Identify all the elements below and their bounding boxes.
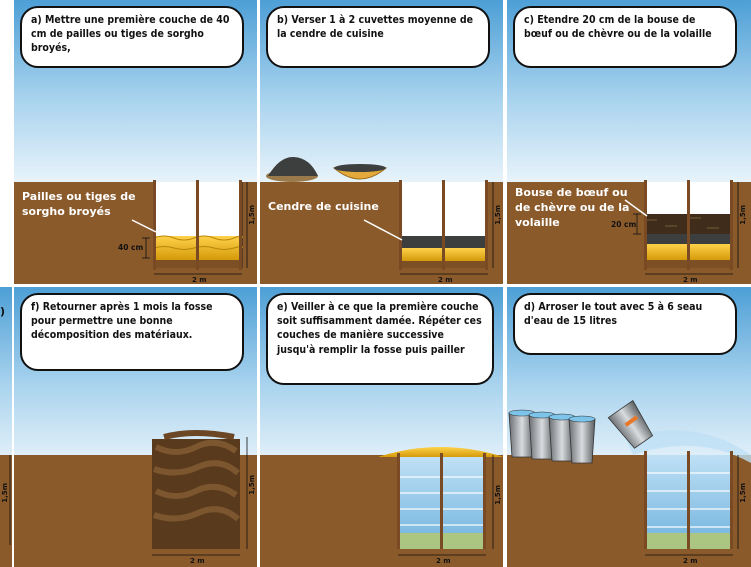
caption-bubble: b) Verser 1 à 2 cuvettes moyenne de la c… bbox=[266, 6, 490, 68]
caption-bubble: f) Retourner après 1 mois la fosse pour … bbox=[20, 293, 244, 371]
stake bbox=[239, 180, 242, 270]
bucket-icon bbox=[569, 416, 595, 463]
panel-edge-scene bbox=[0, 287, 12, 567]
panel-edge: ) 1,5m bbox=[0, 287, 12, 567]
height-label: 1,5m bbox=[1, 483, 9, 503]
panel-a: a) Mettre une première couche de 40 cm d… bbox=[14, 0, 257, 284]
panel-f: f) Retourner après 1 mois la fosse pour … bbox=[14, 287, 257, 567]
height-label: 1,5m bbox=[494, 205, 502, 225]
stake bbox=[196, 180, 199, 270]
width-label: 2 m bbox=[683, 276, 698, 284]
panel-c: c) Etendre 20 cm de la bouse de bœuf ou … bbox=[507, 0, 751, 284]
edge-bubble-char: ) bbox=[0, 305, 5, 320]
depth-label: 20 cm bbox=[611, 220, 636, 229]
depth-label: 40 cm bbox=[118, 243, 143, 252]
height-label: 1,5m bbox=[248, 205, 256, 225]
height-label: 1,5m bbox=[494, 485, 502, 505]
width-label: 2 m bbox=[192, 276, 207, 284]
width-label: 2 m bbox=[190, 557, 205, 565]
material-label: Pailles ou tiges de sorgho broyés bbox=[22, 190, 142, 220]
caption-bubble: c) Etendre 20 cm de la bouse de bœuf ou … bbox=[513, 6, 737, 68]
stake bbox=[153, 180, 156, 270]
caption-bubble: e) Veiller à ce que la première couche s… bbox=[266, 293, 494, 385]
height-label: 1,5m bbox=[739, 205, 747, 225]
material-label: Cendre de cuisine bbox=[268, 200, 388, 215]
width-label: 2 m bbox=[438, 276, 453, 284]
caption-bubble: a) Mettre une première couche de 40 cm d… bbox=[20, 6, 244, 68]
width-label: 2 m bbox=[436, 557, 451, 565]
caption-bubble: d) Arroser le tout avec 5 à 6 seau d'eau… bbox=[513, 293, 737, 355]
height-label: 1,5m bbox=[739, 483, 747, 503]
panel-e: e) Veiller à ce que la première couche s… bbox=[260, 287, 503, 567]
height-label: 1,5m bbox=[248, 475, 256, 495]
width-label: 2 m bbox=[683, 557, 698, 565]
panel-b: b) Verser 1 à 2 cuvettes moyenne de la c… bbox=[260, 0, 503, 284]
panel-d: d) Arroser le tout avec 5 à 6 seau d'eau… bbox=[507, 287, 751, 567]
